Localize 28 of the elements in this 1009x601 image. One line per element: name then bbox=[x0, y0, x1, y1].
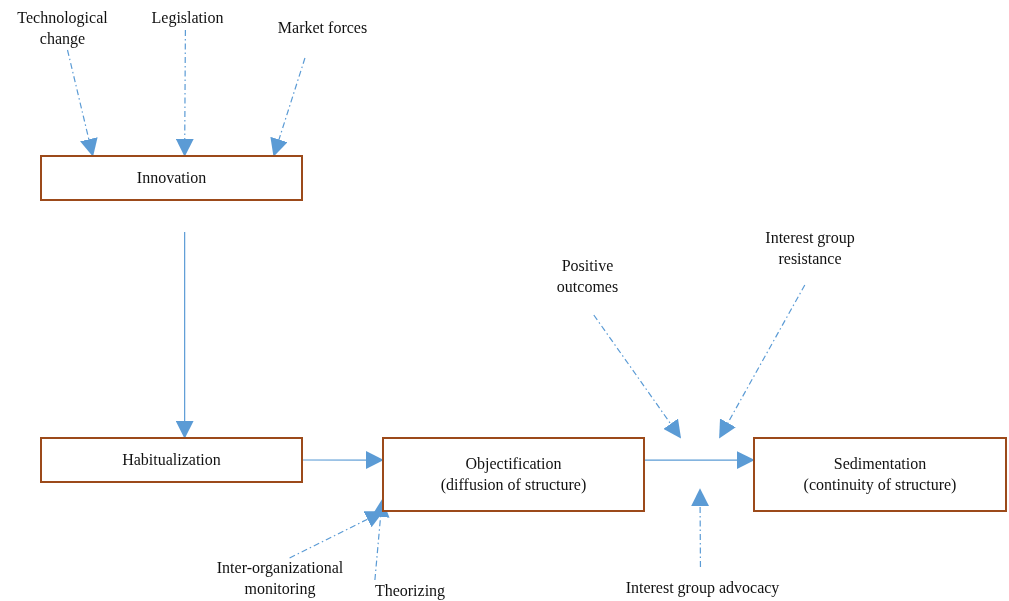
arrow bbox=[66, 49, 98, 157]
arrow bbox=[691, 488, 710, 568]
box-label: Habitualization bbox=[122, 449, 221, 470]
factor-label: Legislation bbox=[151, 7, 224, 29]
factor-label: Inter-organizational monitoring bbox=[215, 558, 345, 600]
process-box bbox=[382, 437, 645, 512]
process-box bbox=[753, 437, 1007, 512]
factor-label: Technological change bbox=[16, 8, 109, 50]
factor-label: Interest group advocacy bbox=[625, 577, 780, 599]
factor-label: Theorizing bbox=[374, 580, 446, 601]
factor-label: Positive outcomes bbox=[555, 256, 620, 297]
arrow bbox=[302, 451, 384, 469]
box-label: (continuity of structure) bbox=[803, 474, 957, 496]
arrow bbox=[175, 29, 194, 157]
box-label: (diffusion of structure) bbox=[440, 474, 587, 496]
arrow bbox=[270, 57, 306, 157]
process-box bbox=[40, 437, 303, 483]
arrow bbox=[593, 314, 682, 439]
arrow bbox=[175, 231, 194, 439]
factor-label: Interest group resistance bbox=[764, 228, 856, 269]
factor-label: Market forces bbox=[277, 17, 368, 38]
arrow bbox=[644, 451, 755, 470]
arrow bbox=[371, 498, 390, 581]
process-box bbox=[40, 155, 303, 201]
arrow bbox=[719, 284, 806, 439]
box-label: Sedimentation bbox=[833, 453, 927, 474]
box-label: Innovation bbox=[136, 167, 207, 188]
box-label: Objectification bbox=[465, 453, 562, 475]
